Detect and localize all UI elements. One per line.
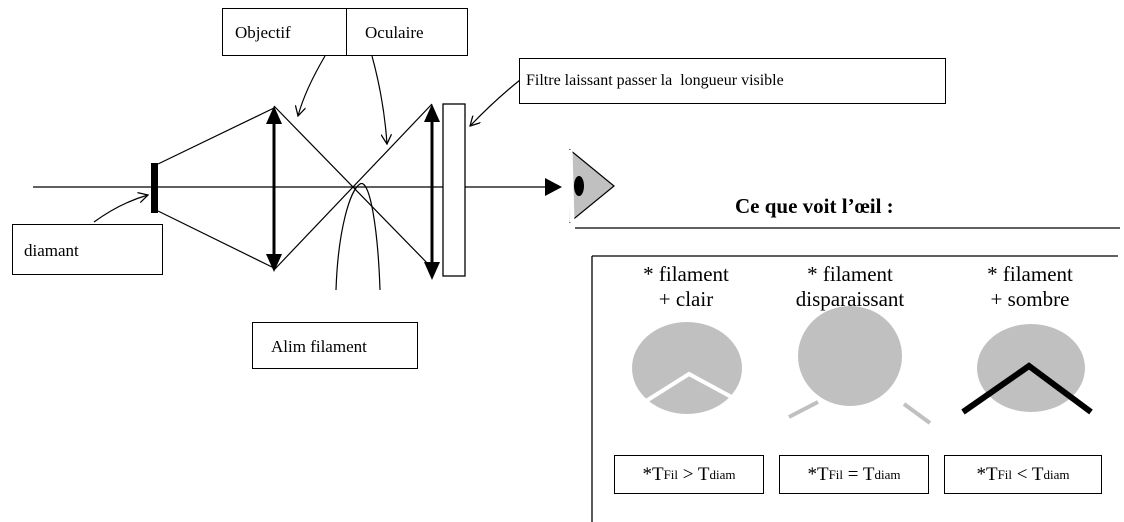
cond1-sub2: diam	[709, 466, 736, 482]
objective-arrow-bottom	[266, 254, 282, 272]
cond3-op: < T	[1012, 463, 1044, 485]
cond2-op: = T	[843, 463, 875, 485]
ray-cross-2	[273, 103, 433, 271]
col2-title: * filament disparaissant	[770, 262, 930, 312]
col1-title-line1: * filament	[643, 262, 729, 286]
oculaire-label-box: Oculaire	[346, 8, 468, 56]
col2-title-line2: disparaissant	[795, 287, 905, 311]
cond2-sub1: Fil	[828, 466, 844, 482]
objective-arrow-top	[266, 106, 282, 124]
pointer-oculaire	[371, 55, 387, 144]
cond2-sub2: diam	[874, 466, 901, 482]
filtre-label-box: Filtre laissant passer la longueur visib…	[519, 58, 946, 104]
view-filament-darker	[961, 324, 1093, 415]
diamant-label-box: diamant	[12, 224, 163, 275]
filament-loop	[335, 183, 381, 291]
oculaire-label: Oculaire	[365, 23, 424, 42]
objectif-label: Objectif	[235, 23, 291, 42]
cond1-op: > T	[678, 463, 710, 485]
alim-label: Alim filament	[271, 337, 367, 356]
view-filament-brighter	[632, 322, 764, 416]
col1-title-line2: + clair	[658, 287, 714, 311]
filtre-label: Filtre laissant passer la longueur visib…	[526, 72, 784, 89]
alim-label-box: Alim filament	[252, 322, 418, 369]
cond3-sub1: Fil	[997, 466, 1013, 482]
col1-title: * filament + clair	[620, 262, 752, 312]
pointer-filtre	[470, 79, 521, 126]
cond1-prefix: *T	[642, 463, 664, 485]
pointer-diamant	[93, 195, 148, 223]
cond3-prefix: *T	[976, 463, 998, 485]
cond3-sub2: diam	[1043, 466, 1070, 482]
cond1-sub1: Fil	[663, 466, 679, 482]
eyepiece-arrow-bottom	[424, 262, 440, 280]
pointer-objectif	[298, 55, 326, 116]
diamant-label: diamant	[24, 241, 79, 260]
cond2-prefix: *T	[807, 463, 829, 485]
filter-plate	[442, 103, 466, 277]
panel-title: Ce que voit l’œil :	[735, 194, 894, 218]
ray-top-1	[157, 107, 275, 165]
col3-title: * filament + sombre	[960, 262, 1100, 312]
col3-title-line1: * filament	[987, 262, 1073, 286]
eye-icon	[567, 148, 615, 224]
view-filament-disappearing	[788, 306, 932, 425]
ray-bottom-1	[157, 210, 275, 269]
eyepiece-arrow-top	[424, 104, 440, 122]
diamond-sample	[151, 163, 158, 213]
col2-title-line1: * filament	[807, 262, 893, 286]
col3-title-line2: + sombre	[990, 287, 1070, 311]
objectif-label-box: Objectif	[222, 8, 347, 56]
axis-arrowhead	[545, 178, 562, 196]
